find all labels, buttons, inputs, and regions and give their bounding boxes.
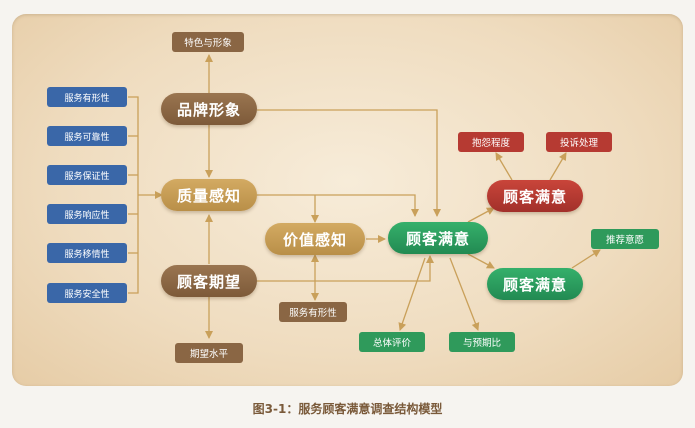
dimension-bracket xyxy=(128,96,139,294)
brand-image-node: 品牌形象 xyxy=(161,93,257,125)
dimension-empathy: 服务移情性 xyxy=(47,243,127,263)
dimension-safety: 服务安全性 xyxy=(47,283,127,303)
figure-caption: 图3-1：服务顾客满意调查结构模型 xyxy=(252,402,443,416)
customer-satisfaction-bottom-node: 顾客满意 xyxy=(487,268,583,300)
customer-satisfaction-center-node: 顾客满意 xyxy=(388,222,488,254)
value-perception-node: 价值感知 xyxy=(265,223,365,255)
quality-perception-node: 质量感知 xyxy=(161,179,257,211)
complaint-degree-node: 抱怨程度 xyxy=(458,132,524,152)
dimension-tangibility: 服务有形性 xyxy=(47,87,127,107)
expectation-level-node: 期望水平 xyxy=(175,343,243,363)
service-tangibility-mid-node: 服务有形性 xyxy=(279,302,347,322)
vs-expectation-node: 与预期比 xyxy=(449,332,515,352)
features-form-node: 特色与形象 xyxy=(172,32,244,52)
dimension-assurance: 服务保证性 xyxy=(47,165,127,185)
customer-expectation-node: 顾客期望 xyxy=(161,265,257,297)
dimension-responsiveness: 服务响应性 xyxy=(47,204,127,224)
dimension-reliability: 服务可靠性 xyxy=(47,126,127,146)
overall-evaluation-node: 总体评价 xyxy=(359,332,425,352)
recommendation-node: 推荐意愿 xyxy=(591,229,659,249)
customer-satisfaction-top-node: 顾客满意 xyxy=(487,180,583,212)
complaint-handling-node: 投诉处理 xyxy=(546,132,612,152)
